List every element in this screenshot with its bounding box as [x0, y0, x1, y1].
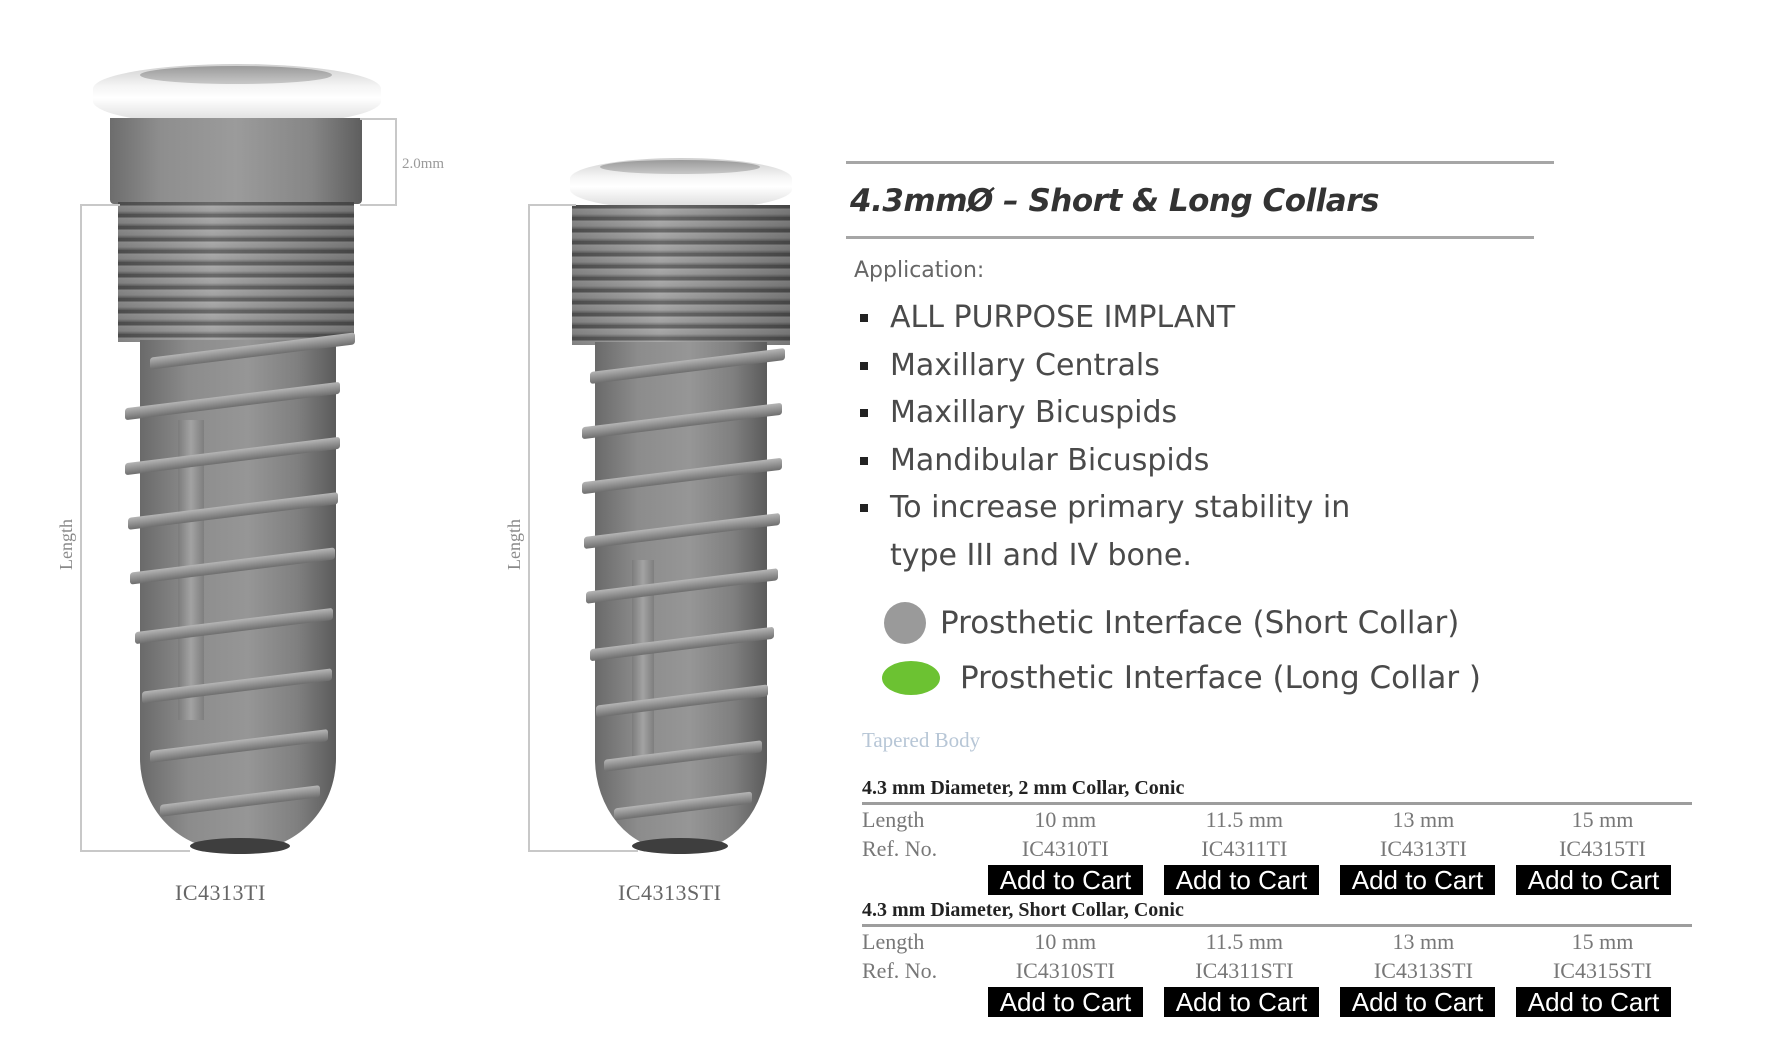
add-to-cart-button-ic4311ti[interactable]: Add to Cart	[1163, 865, 1319, 895]
application-label: Application:	[854, 258, 985, 283]
application-item-text: To increase primary stability in	[890, 490, 1351, 525]
add-to-cart-button-ic4310ti[interactable]: Add to Cart	[987, 865, 1143, 895]
bullet-icon	[860, 456, 868, 465]
table-cell: 10 mm	[1034, 807, 1097, 832]
implant-long-collar-image: 2.0mm Length	[0, 0, 520, 900]
implant-code-short-collar: IC4313STI	[618, 880, 722, 905]
application-item: Maxillary Centrals	[856, 342, 1350, 390]
add-to-cart-button-ic4310sti[interactable]: Add to Cart	[987, 987, 1143, 1017]
application-item: To increase primary stability in	[856, 484, 1350, 532]
application-list: ALL PURPOSE IMPLANT Maxillary Centrals M…	[856, 294, 1350, 579]
implant-cap-platform	[600, 160, 760, 174]
table-cell: 11.5 mm	[1205, 929, 1284, 954]
implant-microthreads	[118, 202, 354, 342]
row-header: Ref. No.	[862, 836, 938, 861]
bullet-icon	[860, 361, 868, 370]
green-oval-icon	[882, 661, 940, 695]
cart-row: Add to Cart Add to Cart Add to Cart Add …	[862, 865, 1692, 899]
implant-cap-platform	[140, 66, 332, 84]
legend-short-collar: Prosthetic Interface (Short Collar)	[884, 602, 1459, 644]
application-item-text: Maxillary Bicuspids	[890, 395, 1178, 430]
bullet-icon	[860, 504, 868, 512]
add-to-cart-button-ic4315sti[interactable]: Add to Cart	[1516, 987, 1672, 1017]
application-item-text: Mandibular Bicuspids	[890, 442, 1210, 478]
table-cell: IC4315STI	[1552, 958, 1652, 983]
table-row-length: Length 10 mm 11.5 mm 13 mm 15 mm	[862, 805, 1692, 834]
legend-label: Prosthetic Interface (Long Collar )	[960, 660, 1482, 696]
page-title: 4.3mmØ – Short & Long Collars	[850, 183, 1379, 219]
add-to-cart-button-ic4311sti[interactable]: Add to Cart	[1163, 987, 1319, 1017]
collar-dimension-line	[360, 204, 397, 206]
table-cell: IC4315TI	[1559, 836, 1646, 861]
add-to-cart-button-ic4313ti[interactable]: Add to Cart	[1339, 865, 1495, 895]
application-item-continuation: type III and IV bone.	[856, 532, 1350, 580]
add-to-cart-button-ic4313sti[interactable]: Add to Cart	[1339, 987, 1495, 1017]
table-cell: 11.5 mm	[1205, 807, 1284, 832]
gray-circle-icon	[884, 602, 926, 644]
table-cell: 10 mm	[1034, 929, 1097, 954]
spacer	[862, 987, 988, 1021]
table-row-ref: Ref. No. IC4310STI IC4311STI IC4313STI I…	[862, 956, 1692, 985]
application-item: ALL PURPOSE IMPLANT	[856, 294, 1350, 342]
implant-body	[140, 340, 336, 850]
collar-dimension-line	[360, 118, 397, 120]
cart-row: Add to Cart Add to Cart Add to Cart Add …	[862, 987, 1692, 1021]
implant-short-collar-image: Length	[500, 0, 820, 900]
length-dimension-line	[80, 204, 120, 206]
implant-code-long-collar: IC4313TI	[175, 880, 266, 905]
row-header: Ref. No.	[862, 958, 938, 983]
table-title: 4.3 mm Diameter, Short Collar, Conic	[862, 899, 1184, 921]
collar-dimension-label: 2.0mm	[402, 156, 445, 172]
add-to-cart-button-ic4315ti[interactable]: Add to Cart	[1516, 865, 1672, 895]
title-bottom-rule	[846, 236, 1534, 239]
table-rule	[862, 924, 1692, 927]
table-cell: IC4313STI	[1373, 958, 1473, 983]
table-cell: IC4313TI	[1380, 836, 1467, 861]
product-table-2mm-collar: 4.3 mm Diameter, 2 mm Collar, Conic Leng…	[862, 776, 1692, 899]
implant-microthreads	[572, 205, 790, 345]
table-rule	[862, 802, 1692, 805]
length-dimension-line	[80, 850, 190, 852]
table-cell: 13 mm	[1392, 929, 1455, 954]
product-table-short-collar: 4.3 mm Diameter, Short Collar, Conic Len…	[862, 898, 1692, 1021]
table-cell: 13 mm	[1392, 807, 1455, 832]
length-label: Length	[504, 519, 524, 570]
implant-collar	[110, 118, 362, 204]
section-label: Tapered Body	[862, 728, 981, 752]
title-top-rule	[846, 161, 1554, 164]
row-header: Length	[862, 807, 925, 832]
table-cell: IC4311TI	[1201, 836, 1288, 861]
legend-long-collar: Prosthetic Interface (Long Collar )	[882, 660, 1481, 696]
table-cell: IC4311STI	[1195, 958, 1294, 983]
application-item-text: ALL PURPOSE IMPLANT	[890, 300, 1236, 335]
application-item: Maxillary Bicuspids	[856, 389, 1350, 437]
table-row-length: Length 10 mm 11.5 mm 13 mm 15 mm	[862, 927, 1692, 956]
application-item-text: type III and IV bone.	[890, 537, 1192, 573]
table-title: 4.3 mm Diameter, 2 mm Collar, Conic	[862, 777, 1185, 799]
table-cell: IC4310STI	[1015, 958, 1115, 983]
bullet-icon	[860, 314, 868, 322]
implant-apex	[632, 838, 728, 854]
spacer	[862, 865, 988, 899]
length-dimension-line	[528, 204, 576, 206]
legend-label: Prosthetic Interface (Short Collar)	[940, 605, 1460, 641]
collar-dimension-line	[395, 118, 397, 206]
length-dimension-line	[528, 204, 530, 852]
table-row-ref: Ref. No. IC4310TI IC4311TI IC4313TI IC43…	[862, 834, 1692, 863]
application-item: Mandibular Bicuspids	[856, 437, 1350, 485]
application-item-text: Maxillary Centrals	[890, 347, 1160, 383]
implant-apex	[190, 838, 290, 854]
length-dimension-line	[528, 850, 638, 852]
table-cell: 15 mm	[1571, 807, 1634, 832]
table-cell: 15 mm	[1571, 929, 1634, 954]
length-dimension-line	[80, 204, 82, 852]
bullet-icon	[860, 409, 868, 417]
length-label: Length	[56, 519, 76, 570]
row-header: Length	[862, 929, 925, 954]
table-cell: IC4310TI	[1021, 836, 1109, 861]
